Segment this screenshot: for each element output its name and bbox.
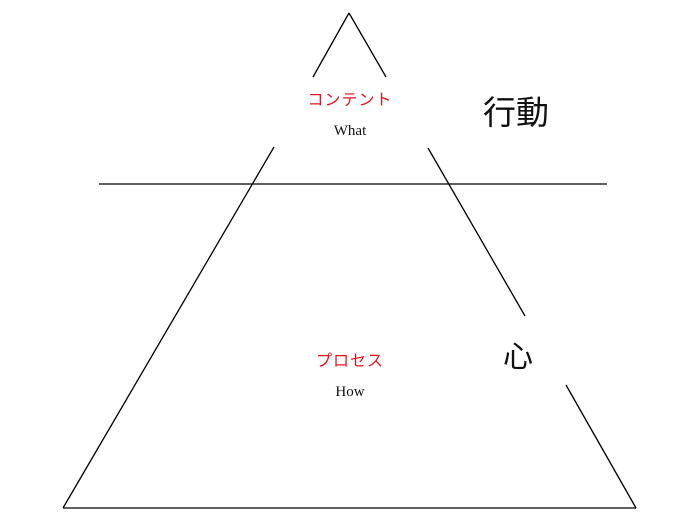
heart-label: 心: [503, 340, 533, 375]
triangle-right-edge-lower: [565, 384, 637, 509]
triangle-apex-right-edge: [348, 12, 387, 78]
behavior-label: 行動: [483, 93, 549, 132]
triangle-right-edge-upper: [427, 147, 526, 317]
how-label: How: [335, 384, 365, 400]
content-label: コンテント: [307, 90, 393, 109]
process-label: プロセス: [315, 351, 385, 370]
triangle-apex-left-edge: [312, 12, 350, 78]
triangle-left-edge: [62, 146, 275, 509]
what-label: What: [333, 123, 367, 139]
